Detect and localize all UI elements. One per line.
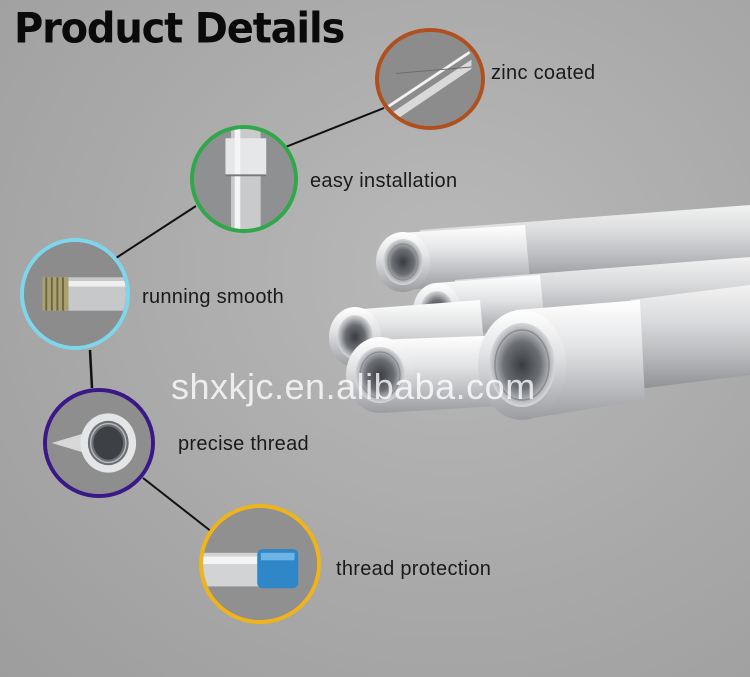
watermark: shxkjc.en.alibaba.com bbox=[171, 366, 536, 407]
feature-label-thread-protection: thread protection bbox=[336, 558, 492, 580]
threaded-end-icon bbox=[24, 242, 126, 346]
thread-protection-badge bbox=[199, 504, 321, 624]
zinc-coated-badge bbox=[375, 28, 485, 130]
page-title: Product Details bbox=[14, 4, 345, 54]
feature-label-zinc-coated: zinc coated bbox=[491, 62, 596, 84]
blue-cap-icon bbox=[203, 508, 317, 620]
zinc-coated-icon bbox=[379, 32, 481, 126]
precise-thread-badge bbox=[43, 388, 155, 498]
pipe-joint-icon bbox=[194, 129, 294, 229]
feature-label-running-smooth: running smooth bbox=[142, 286, 285, 308]
running-smooth-badge bbox=[20, 238, 130, 350]
easy-installation-badge bbox=[190, 125, 298, 233]
hero-pipes-image bbox=[300, 185, 750, 455]
feature-label-easy-installation: easy installation bbox=[310, 170, 458, 192]
inner-thread-icon bbox=[47, 392, 151, 494]
feature-label-precise-thread: precise thread bbox=[178, 433, 309, 455]
